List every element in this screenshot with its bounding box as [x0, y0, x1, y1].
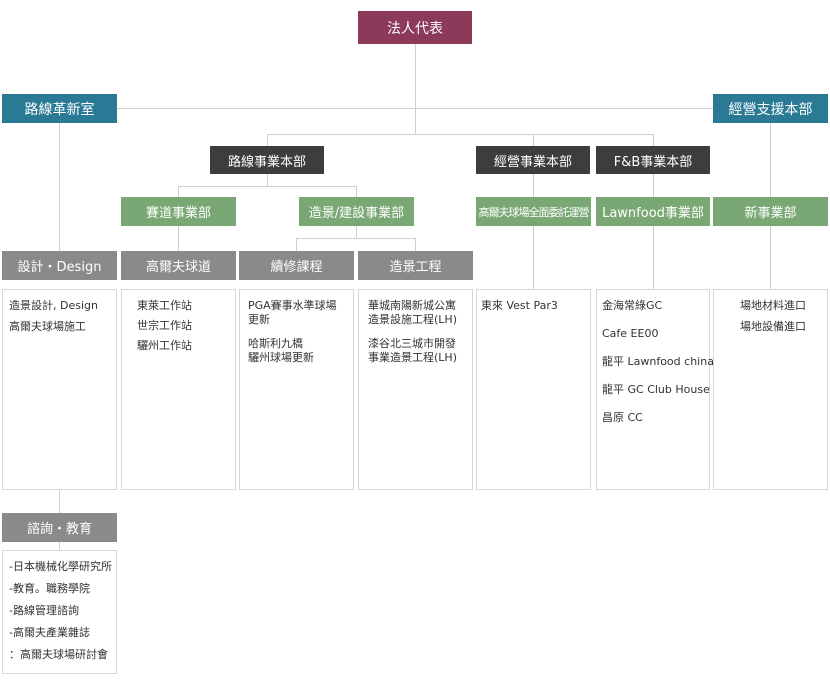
consign-division-node[interactable]: 高爾夫球場全面委託運營	[476, 197, 591, 226]
connector-management-down	[533, 174, 534, 289]
consulting-panel: -日本機械化學研究所 -教育。職務學院 -路線管理諮詢 -高爾夫產業雜誌 ：高爾…	[2, 550, 117, 674]
list-item: -路線管理諮詢	[9, 604, 79, 617]
consulting-team-node[interactable]: 諮詢・教育	[2, 513, 117, 542]
list-item: -日本機械化學研究所	[9, 560, 112, 573]
left-office-node[interactable]: 路線革新室	[2, 94, 117, 123]
list-item: 東來 Vest Par3	[481, 299, 558, 312]
list-item	[368, 327, 472, 337]
golf-course-panel: 東萊工作站 世宗工作站 驪州工作站	[121, 289, 236, 490]
repair-panel: PGA賽事水準球場 更新 哈斯利九橋 驪州球場更新	[239, 289, 354, 490]
connector-fnb-down	[653, 174, 654, 289]
list-item: 更新	[248, 313, 270, 326]
consign-panel: 東來 Vest Par3	[476, 289, 591, 490]
ceo-node[interactable]: 法人代表	[358, 11, 472, 44]
list-item: 場地材料進口	[740, 299, 806, 312]
connector-route-divisions	[178, 186, 357, 187]
new-business-panel: 場地材料進口 場地設備進口	[713, 289, 828, 490]
route-hq-node[interactable]: 路線事業本部	[210, 146, 324, 174]
connector-fnb-hq	[653, 134, 654, 146]
connector-route-hq	[267, 134, 268, 146]
fnb-hq-node[interactable]: F&B事業本部	[596, 146, 710, 174]
list-item	[248, 327, 353, 337]
course-division-node[interactable]: 賽道事業部	[121, 197, 236, 226]
design-panel: 造景設計, Design 高爾夫球場施工	[2, 289, 117, 490]
list-item: -高爾夫產業雜誌	[9, 626, 90, 639]
connector-course-up	[178, 186, 179, 197]
list-item: 東萊工作站	[137, 299, 192, 312]
list-item: 金海常綠GC	[602, 299, 663, 312]
connector-ceo-down	[415, 44, 416, 134]
lawnfood-panel: 金海常綠GC Cafe EE00 龍平 Lawnfood china 龍平 GC…	[596, 289, 714, 490]
list-item: 場地設備進口	[740, 320, 806, 333]
construction-team-node[interactable]: 造景工程	[358, 251, 473, 280]
repair-team-node[interactable]: 續修課程	[239, 251, 354, 280]
lawnfood-division-node[interactable]: Lawnfood事業部	[596, 197, 710, 226]
connector-landscape-down	[356, 226, 357, 238]
list-item: 事業造景工程(LH)	[368, 351, 457, 364]
connector-course-down	[178, 226, 179, 251]
connector-landscape-teams	[296, 238, 415, 239]
connector-construction-up	[415, 238, 416, 251]
list-item: 世宗工作站	[137, 319, 192, 332]
connector-management-hq	[533, 134, 534, 146]
connector-hq-horizontal	[267, 134, 653, 135]
new-business-division-node[interactable]: 新事業部	[713, 197, 828, 226]
list-item: 造景設施工程(LH)	[368, 313, 457, 326]
connector-landscape-up	[356, 186, 357, 197]
list-item: 造景設計, Design	[9, 299, 98, 312]
list-item: 驪州球場更新	[248, 351, 314, 364]
golf-course-team-node[interactable]: 高爾夫球道	[121, 251, 236, 280]
list-item: 龍平 Lawnfood china	[602, 355, 714, 368]
connector-offices-horizontal	[116, 108, 714, 109]
connector-left-office-down	[59, 123, 60, 251]
list-item: 哈斯利九橋	[248, 337, 303, 350]
connector-consulting-panel	[59, 542, 60, 550]
list-item: 龍平 GC Club House	[602, 383, 710, 396]
management-hq-node[interactable]: 經營事業本部	[476, 146, 590, 174]
connector-design-consulting	[59, 490, 60, 513]
connector-repair-up	[296, 238, 297, 251]
right-office-node[interactable]: 經營支援本部	[713, 94, 828, 123]
list-item: 驪州工作站	[137, 339, 192, 352]
list-item: PGA賽事水準球場	[248, 299, 337, 312]
list-item: Cafe EE00	[602, 327, 659, 340]
list-item: 高爾夫球場施工	[9, 320, 86, 333]
connector-route-down	[267, 174, 268, 186]
list-item: 昌原 CC	[602, 411, 643, 424]
construction-panel: 華城南陽新城公寓 造景設施工程(LH) 漆谷北三城市開發 事業造景工程(LH)	[358, 289, 473, 490]
list-item: 漆谷北三城市開發	[368, 337, 456, 350]
list-item: -教育。職務學院	[9, 582, 90, 595]
list-item: 華城南陽新城公寓	[368, 299, 456, 312]
list-item: ：高爾夫球場研討會	[9, 648, 108, 661]
design-team-node[interactable]: 設計・Design	[2, 251, 117, 280]
landscape-division-node[interactable]: 造景/建設事業部	[299, 197, 414, 226]
